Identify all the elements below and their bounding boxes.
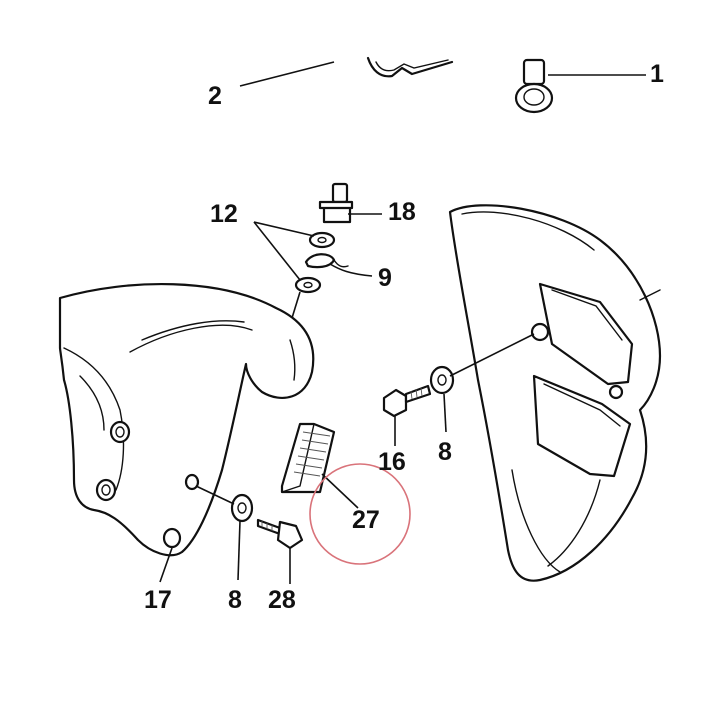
callout-17: 17 (144, 586, 172, 614)
side-panel (448, 204, 662, 582)
callout-8-upper: 8 (438, 438, 452, 466)
callout-27: 27 (352, 506, 380, 534)
callout-9: 9 (378, 264, 392, 292)
callout-1: 1 (650, 60, 664, 88)
leader-lines (159, 61, 646, 584)
washer-part-12-lower (294, 276, 322, 294)
clip-part-9 (304, 253, 349, 269)
washer-part-8-lower (230, 493, 254, 523)
washer-part-12-upper (308, 231, 336, 249)
knob-part-1 (514, 58, 554, 114)
bolt-part-28 (256, 518, 304, 550)
washer-part-8-upper (429, 365, 455, 395)
highlight-circle (309, 463, 411, 565)
callout-12: 12 (210, 200, 238, 228)
callout-2: 2 (208, 82, 222, 110)
callout-28: 28 (268, 586, 296, 614)
callout-16: 16 (378, 448, 406, 476)
bracket-part-2 (366, 56, 454, 78)
pad-part-27 (280, 422, 336, 494)
callout-8-lower: 8 (228, 586, 242, 614)
callout-18: 18 (388, 198, 416, 226)
callout-labels: 1 2 12 18 9 16 8 27 17 8 28 (144, 60, 664, 614)
stud-part-18 (318, 182, 354, 224)
fender-part-17 (58, 282, 315, 557)
bolt-part-16 (382, 384, 432, 418)
